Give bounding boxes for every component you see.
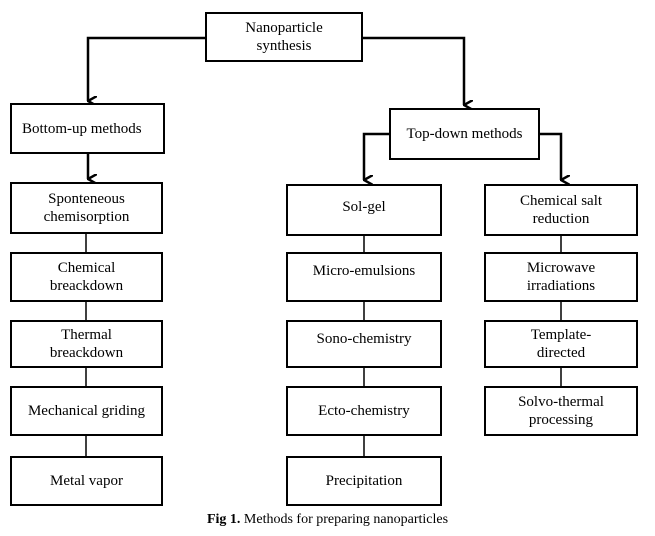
figure-caption: Fig 1. Methods for preparing nanoparticl… [0,512,655,528]
bottom-up-item-thermal-breakdown: Thermal breackdown [10,320,163,368]
top-down-item-solvo-thermal: Solvo-thermal processing [484,386,638,436]
top-down-item-chemical-salt-reduction: Chemical salt reduction [484,184,638,236]
bottom-up-item-metal-vapor: Metal vapor [10,456,163,506]
root-node: Nanoparticle synthesis [205,12,363,62]
bottom-up-item-chemical-breakdown: Chemical breackdown [10,252,163,302]
top-down-item-microwave-irradiations: Microwave irradiations [484,252,638,302]
arrow-top-down-to-sol-gel [362,132,389,180]
bottom-up-item-chemisorption: Sponteneous chemisorption [10,182,163,234]
top-down-item-sono-chemistry: Sono-chemistry [286,320,442,368]
top-down-item-micro-emulsions: Micro-emulsions [286,252,442,302]
top-down-item-precipitation: Precipitation [286,456,442,506]
arrow-root-to-bottom-up [86,36,205,101]
caption-label: Fig 1. [206,512,241,527]
top-down-node: Top-down methods [389,108,540,160]
top-down-item-template-directed: Template- directed [484,320,638,368]
caption-text: Methods for preparing nanoparticles [240,512,449,527]
bottom-up-item-mechanical-griding: Mechanical griding [10,386,163,436]
top-down-item-sol-gel: Sol-gel [286,184,442,236]
top-down-item-ecto-chemistry: Ecto-chemistry [286,386,442,436]
arrow-top-down-to-chemical-salt [540,132,561,180]
arrow-root-to-top-down [363,36,464,105]
bottom-up-node: Bottom-up methods [10,103,165,154]
